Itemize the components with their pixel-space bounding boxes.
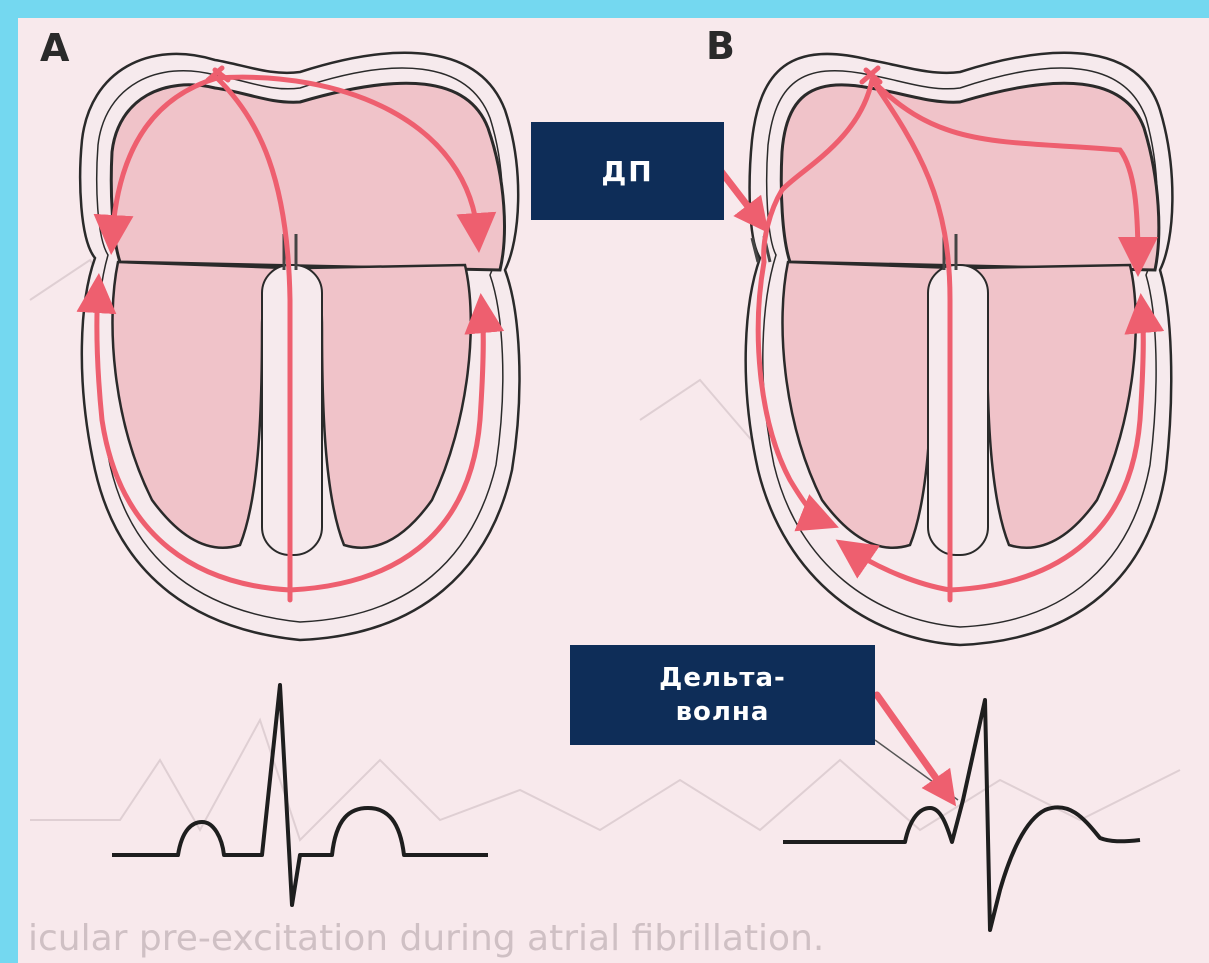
heart-b-septum <box>928 265 988 555</box>
heart-normal <box>80 53 519 640</box>
callout-accessory-pathway: ДП <box>531 122 724 220</box>
background-caption: icular pre-excitation during atrial fibr… <box>28 918 824 959</box>
panel-label-a: A <box>40 26 69 70</box>
heart-preexcitation <box>746 53 1173 645</box>
heart-b-atria <box>781 83 1159 270</box>
callout-delta-wave-line1: Дельта- <box>659 661 786 695</box>
panel-label-b: B <box>706 24 735 68</box>
ecg-normal-trace <box>112 685 488 905</box>
callout-delta-wave: Дельта- волна <box>570 645 875 745</box>
heart-a-atria <box>111 83 504 270</box>
callout-delta-wave-line2: волна <box>676 695 770 729</box>
callout-delta-arrow <box>877 695 948 795</box>
callout-accessory-pathway-label: ДП <box>601 155 653 188</box>
